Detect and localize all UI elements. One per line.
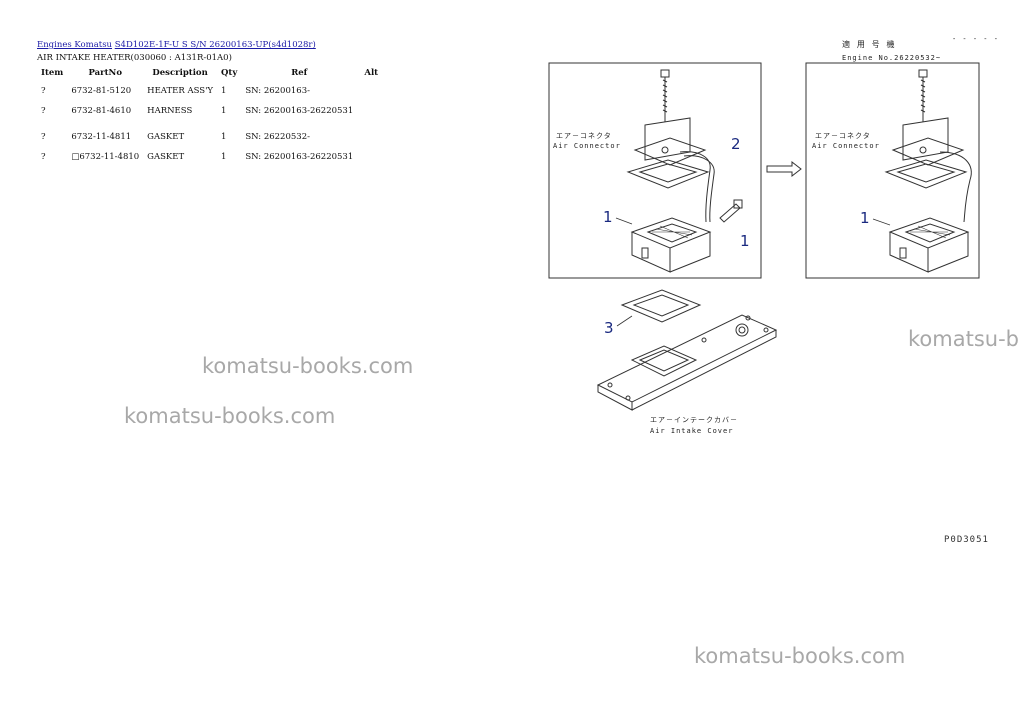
cell-ref: SN: 26200163- bbox=[245, 86, 310, 96]
header-dashes: - - - - - bbox=[952, 35, 999, 43]
callout-2: 2 bbox=[731, 135, 741, 153]
cell-alt bbox=[357, 152, 385, 170]
cell-qty: 1 bbox=[221, 152, 227, 162]
applicable-serial-label: 適 用 号 機 bbox=[842, 39, 895, 49]
parts-table: Item PartNo Description Qty Ref Alt ? 67… bbox=[37, 66, 385, 170]
cell-ref: SN: 26200163-26220531 bbox=[245, 152, 354, 162]
bolt-icon bbox=[660, 69, 670, 122]
gasket-top-icon bbox=[884, 159, 968, 189]
air-connector-icon bbox=[633, 117, 707, 166]
figure-code: P0D3051 bbox=[944, 535, 989, 545]
breadcrumb: Engines Komatsu S4D102E-1F-U S S/N 26200… bbox=[37, 40, 316, 50]
callout-3: 3 bbox=[604, 319, 614, 337]
cell-ref: SN: 26220532- bbox=[245, 132, 310, 142]
heater-assembly-icon bbox=[888, 217, 970, 273]
cell-partno: □6732-11-4810 bbox=[71, 152, 140, 162]
watermark: komatsu-books.com bbox=[694, 644, 906, 668]
col-header-alt: Alt bbox=[364, 68, 379, 78]
page-subtitle: AIR INTAKE HEATER(030060 : A131R-01A0) bbox=[37, 53, 232, 63]
breadcrumb-link-engines-komatsu[interactable]: Engines Komatsu bbox=[37, 40, 113, 50]
cell-partno: 6732-11-4811 bbox=[71, 132, 132, 142]
cell-description: HARNESS bbox=[147, 106, 193, 116]
cell-partno: 6732-81-4610 bbox=[71, 106, 132, 116]
cell-partno: 6732-81-5120 bbox=[71, 86, 132, 96]
gasket-top-icon bbox=[626, 159, 710, 189]
bolt-icon bbox=[918, 69, 928, 122]
cell-qty: 1 bbox=[221, 86, 227, 96]
table-row: ? □6732-11-4810 GASKET 1 SN: 26200163-26… bbox=[37, 152, 385, 170]
heater-assembly-icon bbox=[630, 217, 712, 273]
terminal-bolt-icon bbox=[719, 199, 743, 223]
cell-item: ? bbox=[41, 152, 46, 162]
cell-description: GASKET bbox=[147, 132, 185, 142]
cell-qty: 1 bbox=[221, 106, 227, 116]
harness-wire-icon bbox=[679, 151, 715, 223]
cell-ref: SN: 26200163-26220531 bbox=[245, 106, 354, 116]
parts-diagram: 適 用 号 機 - - - - - Engine No.26220532~ bbox=[548, 35, 999, 435]
cell-item: ? bbox=[41, 86, 46, 96]
engine-number-label: Engine No.26220532~ bbox=[842, 54, 941, 62]
cell-description: HEATER ASS'Y bbox=[147, 86, 214, 96]
air-connector-label-en: Air Connector bbox=[812, 142, 880, 150]
air-connector-label-jp: エア－コネクタ bbox=[556, 131, 612, 140]
air-connector-label-jp: エア－コネクタ bbox=[815, 131, 871, 140]
cell-description: GASKET bbox=[147, 152, 185, 162]
cell-alt bbox=[357, 132, 385, 152]
watermark: komatsu-b bbox=[908, 327, 1019, 351]
table-header-row: Item PartNo Description Qty Ref Alt bbox=[37, 66, 385, 80]
cell-item: ? bbox=[41, 106, 46, 116]
air-intake-cover-label-en: Air Intake Cover bbox=[650, 427, 733, 435]
col-header-item: Item bbox=[41, 68, 64, 78]
table-row: ? 6732-11-4811 GASKET 1 SN: 26220532- bbox=[37, 132, 385, 152]
air-connector-icon bbox=[891, 117, 965, 166]
breadcrumb-link-model[interactable]: S4D102E-1F-U S S/N 26200163-UP(s4d1028r) bbox=[114, 40, 316, 50]
col-header-partno: PartNo bbox=[88, 68, 122, 78]
air-connector-label-en: Air Connector bbox=[553, 142, 621, 150]
diagram-frame-before bbox=[548, 62, 762, 279]
cell-item: ? bbox=[41, 132, 46, 142]
cell-qty: 1 bbox=[221, 132, 227, 142]
col-header-qty: Qty bbox=[221, 68, 238, 78]
harness-wire-icon bbox=[939, 151, 972, 223]
diagram-frame-after bbox=[805, 62, 980, 279]
table-row: ? 6732-81-5120 HEATER ASS'Y 1 SN: 262001… bbox=[37, 80, 385, 106]
table-row: ? 6732-81-4610 HARNESS 1 SN: 26200163-26… bbox=[37, 106, 385, 132]
watermark: komatsu-books.com bbox=[124, 404, 336, 428]
callout-1-terminal: 1 bbox=[740, 232, 750, 250]
air-intake-cover-label-jp: エア－インテークカバ－ bbox=[650, 416, 738, 424]
arrow-right-icon bbox=[766, 160, 802, 178]
col-header-description: Description bbox=[152, 68, 208, 78]
cell-alt bbox=[357, 106, 385, 132]
gasket-lower-icon bbox=[620, 289, 702, 323]
col-header-ref: Ref bbox=[291, 68, 308, 78]
cell-alt bbox=[357, 80, 385, 106]
callout-1-heater: 1 bbox=[603, 208, 613, 226]
watermark: komatsu-books.com bbox=[202, 354, 414, 378]
callout-1-heater-after: 1 bbox=[860, 209, 870, 227]
air-intake-cover-icon bbox=[596, 314, 778, 411]
